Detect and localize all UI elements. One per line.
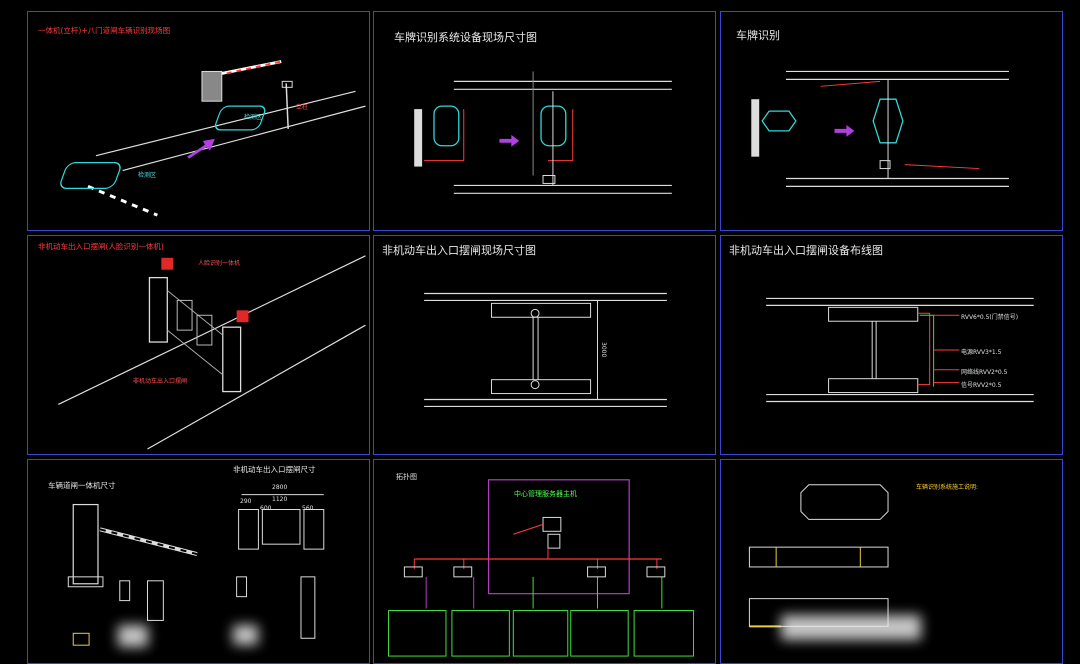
panel-drawing <box>424 292 667 408</box>
panel-title: 非机动车出入口摆闸(人脸识别一体机) <box>38 242 164 251</box>
panel-drawing <box>67 494 325 646</box>
panel-drawing <box>414 71 672 194</box>
panel-subtitle: 非机动车出入口摆闸尺寸 <box>233 465 316 474</box>
center-server-label: 中心管理服务器主机 <box>514 490 577 498</box>
panel-drawing <box>58 255 366 450</box>
panel-title: 非机动车出入口摆闸设备布线图 <box>729 244 883 257</box>
panel-title: 非机动车出入口摆闸现场尺寸图 <box>382 244 536 257</box>
panel-device-dimensions: 车辆道闸一体机尺寸 非机动车出入口摆闸尺寸 2800 1120 290 600 … <box>27 459 370 664</box>
panel-title: 车牌识别系统设备现场尺寸图 <box>394 31 537 44</box>
wiring-label: RVV6*0.5(门禁信号) <box>961 314 1019 321</box>
wiring-label: 信号RVV2*0.5 <box>961 382 1002 389</box>
panel-bike-gate-3d: 非机动车出入口摆闸(人脸识别一体机) 人脸识别一体机 非机动车出入口摆闸 <box>27 235 370 455</box>
dimension-label: 600 <box>260 505 272 512</box>
panel-drawing <box>766 297 1034 403</box>
zone-label: 检测区 <box>244 114 263 121</box>
blurred-region <box>781 615 921 640</box>
panel-title: 车牌识别 <box>736 29 780 42</box>
wiring-label: 网络线RVV2*0.5 <box>961 369 1008 376</box>
blurred-region <box>118 625 148 647</box>
blurred-region <box>233 625 258 645</box>
dimension-label: 290 <box>240 498 252 505</box>
panel-plate-recognition: 车牌识别 <box>720 11 1063 231</box>
panel-construction-notes: 车辆识别系统施工说明: <box>720 459 1063 664</box>
wiring-label: 电源RVV3*1.5 <box>961 349 1002 356</box>
panel-title: 拓扑图 <box>396 473 417 481</box>
panel-drawing <box>388 479 695 657</box>
panel-plate-recognition-dim: 车牌识别系统设备现场尺寸图 <box>373 11 716 231</box>
dimension-label: 2800 <box>272 484 288 491</box>
panel-topology: 拓扑图 中心管理服务器主机 <box>373 459 716 664</box>
panel-bike-gate-dim: 非机动车出入口摆闸现场尺寸图 3000 <box>373 235 716 455</box>
panel-drawing <box>751 70 1009 187</box>
panel-title: 一体机(立杆)+八门道闸车辆识别现场图 <box>38 26 171 35</box>
gate-label: 非机动车出入口摆闸 <box>133 378 188 385</box>
zone-label: 检测区 <box>138 172 157 179</box>
panel-vehicle-gate-3d: 一体机(立杆)+八门道闸车辆识别现场图 检测区 检测区 立柱 <box>27 11 370 231</box>
panel-bike-gate-wiring: 非机动车出入口摆闸设备布线图 RVV6*0.5(门禁信号) 电源RVV3*1.5… <box>720 235 1063 455</box>
curb-label: 立柱 <box>296 104 309 111</box>
panel-drawing <box>60 60 366 217</box>
dimension-label: 560 <box>302 505 314 512</box>
notes-title: 车辆识别系统施工说明: <box>916 484 979 491</box>
dimension-label: 3000 <box>600 342 607 358</box>
face-label: 人脸识别一体机 <box>198 260 241 267</box>
dimension-label: 1120 <box>272 496 288 503</box>
panel-title: 车辆道闸一体机尺寸 <box>48 481 116 490</box>
